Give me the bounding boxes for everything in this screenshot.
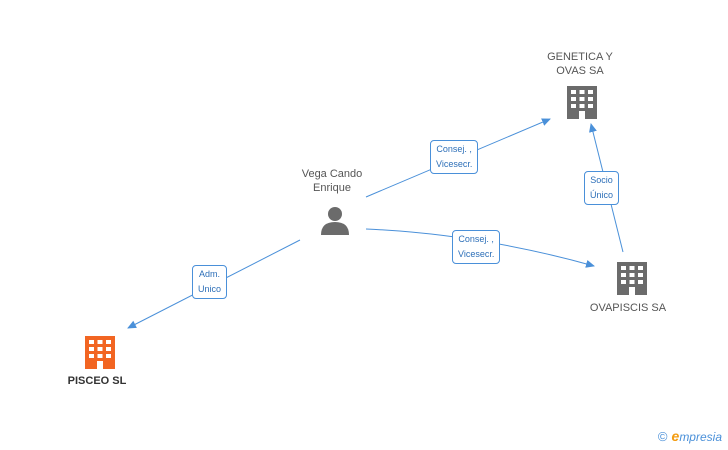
footer-brand: ©empresia — [658, 428, 722, 444]
node-label-pisceo[interactable]: PISCEO SL — [67, 375, 127, 387]
node-label-person[interactable]: Vega Cando Enrique — [301, 168, 363, 194]
building-icon[interactable] — [617, 262, 647, 295]
brand-logo: empresia — [671, 428, 722, 444]
edge-label-person-ovapiscis: Consej. , Vicesecr. — [452, 230, 501, 264]
edge-label-person-pisceo: Adm. Unico — [192, 265, 228, 299]
node-label-genetica[interactable]: GENETICA Y OVAS SA — [547, 51, 613, 77]
building-icon[interactable] — [567, 86, 597, 119]
brand-name: mpresia — [679, 430, 722, 444]
edge-label-ovapiscis-genetica: Socio Único — [584, 171, 620, 205]
node-label-ovapiscis[interactable]: OVAPISCIS SA — [589, 302, 667, 314]
copyright-icon: © — [657, 429, 668, 444]
person-icon[interactable] — [321, 207, 349, 235]
edge-label-person-genetica: Consej. , Vicesecr. — [430, 140, 479, 174]
brand-initial: e — [671, 428, 680, 444]
building-icon[interactable] — [85, 336, 115, 369]
